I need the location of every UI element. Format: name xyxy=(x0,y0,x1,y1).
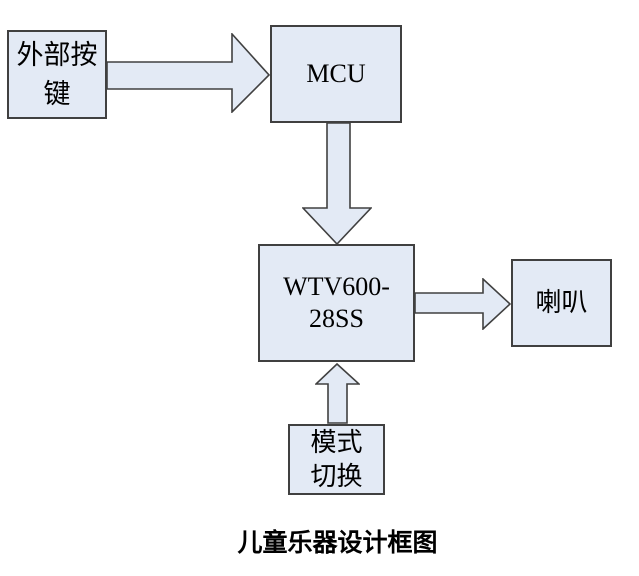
block-wtv600-28ss: WTV600- 28SS xyxy=(258,244,415,362)
arrow-wtv600-28ss-to-speaker xyxy=(415,278,511,330)
block-label-line: 外部按 xyxy=(16,39,98,70)
arrow-mode-switch-to-wtv600-28ss xyxy=(315,363,360,424)
diagram-caption: 儿童乐器设计框图 xyxy=(237,530,438,557)
block-external-buttons: 外部按 键 xyxy=(7,30,107,119)
block-mode-switch: 模式 切换 xyxy=(288,424,385,495)
block-label-line: MCU xyxy=(306,59,366,88)
arrow-external-buttons-to-mcu xyxy=(107,33,270,113)
block-label-line: 模式 xyxy=(310,427,363,457)
block-mcu: MCU xyxy=(270,25,402,123)
block-label-line: 28SS xyxy=(309,304,364,333)
block-label-line: 键 xyxy=(43,78,71,109)
block-speaker: 喇叭 xyxy=(511,259,612,347)
block-label-line: 切换 xyxy=(310,461,363,491)
arrow-mcu-to-wtv600-28ss xyxy=(302,123,372,245)
block-label-line: WTV600- xyxy=(283,272,390,301)
block-label-line: 喇叭 xyxy=(535,288,588,317)
